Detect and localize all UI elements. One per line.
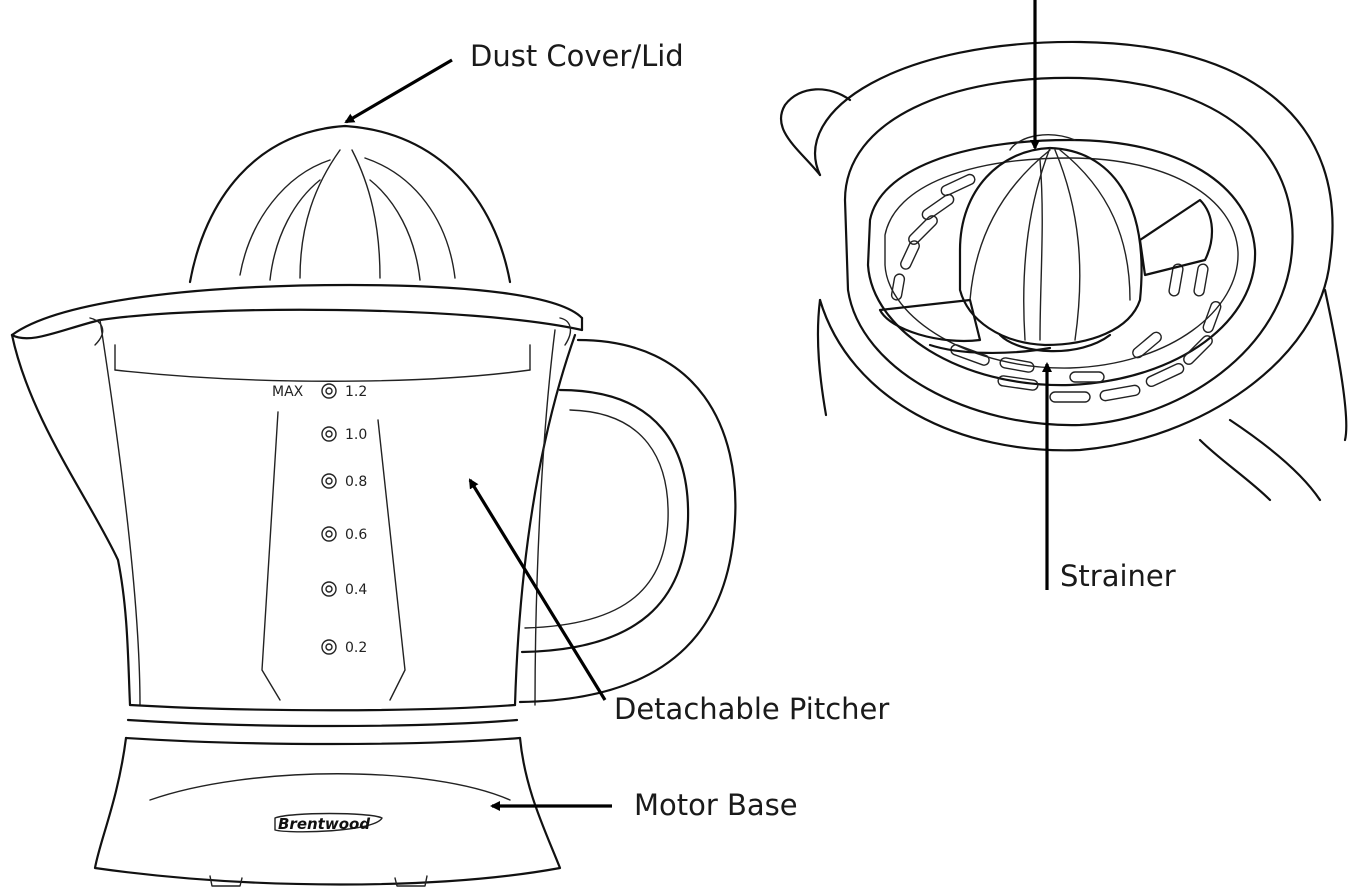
brand-logo: Brentwood — [278, 815, 370, 833]
scale-mark-1-0: 1.0 — [345, 427, 367, 443]
reamer-cone — [958, 146, 1143, 347]
scale-max-label: MAX — [272, 384, 304, 400]
strainer-illustration — [779, 40, 1348, 502]
strainer-slots — [890, 173, 1222, 403]
juicer-illustration: Brentwood MAX 1.2 1.0 0.8 0.6 0.4 0.2 — [10, 124, 737, 887]
scale-mark-0-2: 0.2 — [345, 640, 367, 656]
pitcher-body — [10, 333, 132, 707]
pitcher-handle — [518, 338, 737, 704]
scale-mark-0-8: 0.8 — [345, 474, 367, 490]
motor-base-shape — [93, 736, 562, 886]
label-motor-base: Motor Base — [634, 788, 798, 822]
label-detachable-pitcher: Detachable Pitcher — [614, 692, 889, 726]
dust-cover-shape — [188, 124, 512, 284]
scale-mark-1-2: 1.2 — [345, 384, 367, 400]
label-strainer: Strainer — [1060, 559, 1176, 593]
scale-mark-0-6: 0.6 — [345, 527, 367, 543]
arrow-pitcher — [468, 478, 607, 701]
label-dust-cover: Dust Cover/Lid — [470, 39, 684, 73]
scale-mark-0-4: 0.4 — [345, 582, 367, 598]
scale-marks: 1.2 1.0 0.8 0.6 0.4 0.2 — [321, 383, 367, 656]
arrow-dust-cover — [344, 58, 453, 124]
callout-arrows — [344, 0, 1052, 811]
